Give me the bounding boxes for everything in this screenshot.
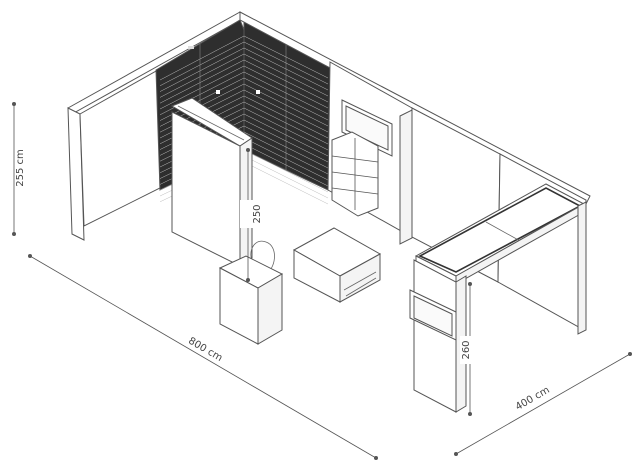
dim-label-255: 255 cm [15,149,26,187]
cubby-shelf [331,131,379,217]
spotlight-icon [256,90,260,94]
slat-line [243,149,329,193]
wall-monitor [341,99,393,157]
slat-line [243,143,329,187]
dimension-depth: 400 cm [454,352,632,456]
slat-line [243,77,329,121]
small-counter [218,255,284,345]
dim-label-800: 800 cm [186,336,224,364]
slat-line [243,131,329,175]
dim-label-260: 260 [461,340,472,359]
dimension-counter-height: 260 [460,282,476,416]
coffee-table [292,227,382,303]
slat-line [159,35,245,81]
dim-label-400: 400 cm [514,385,552,413]
dim-label-250: 250 [252,204,263,223]
slat-line [243,47,329,91]
dimension-height-wall: 255 cm [12,102,26,236]
slat-line [243,137,329,181]
slat-line [243,89,329,133]
spotlight-icon [216,90,220,94]
slat-line [243,119,329,163]
slat-line [243,155,329,199]
dimension-storage-height: 250 [240,148,263,282]
slat-line [243,65,329,109]
slat-line [159,47,245,92]
slat-line [243,95,329,139]
slat-line [243,59,329,103]
slat-line [243,41,329,85]
back-wall-left [67,11,245,241]
slat-line [243,71,329,115]
slat-line [159,41,245,87]
slat-line [243,161,329,205]
slat-line [243,113,329,157]
slat-line [243,125,329,169]
slat-line [159,59,245,104]
spotlight-icon [188,46,194,49]
slat-line [243,101,329,145]
pillar-screen [409,289,457,341]
slat-line [243,107,329,151]
right-frame-structure [413,183,587,413]
slat-line [159,65,245,110]
slat-line [159,53,245,98]
slat-line [243,53,329,97]
slat-line [243,35,329,79]
